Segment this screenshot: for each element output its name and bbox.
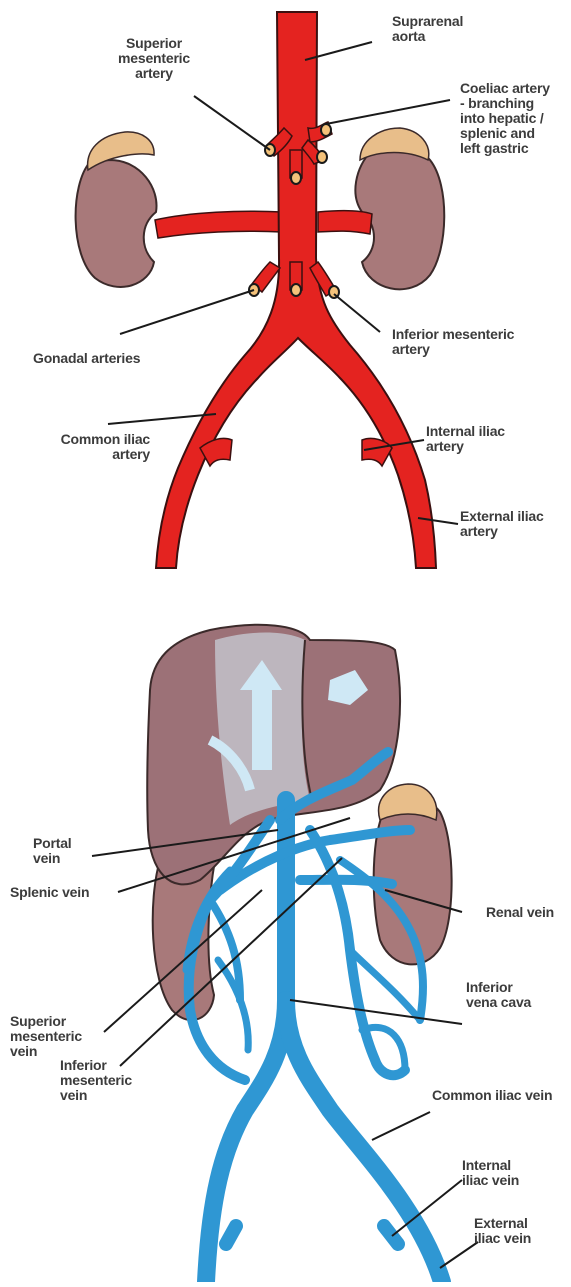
label-suprarenal-aorta: Suprarenal aorta [392,14,463,44]
label-coeliac-artery: Coeliac artery - branching into hepatic … [460,81,550,156]
right-renal-artery [318,211,372,234]
right-kidney [355,128,444,289]
label-inferior-vena-cava: Inferior vena cava [466,980,531,1010]
label-superior-mesenteric-vein: Superior mesenteric vein [10,1014,82,1059]
label-superior-mesenteric-artery: Superior mesenteric artery [108,36,200,81]
label-inferior-mesenteric-artery: Inferior mesenteric artery [392,327,514,357]
label-common-iliac-artery: Common iliac artery [34,432,150,462]
label-inferior-mesenteric-vein: Inferior mesenteric vein [60,1058,132,1103]
label-gonadal-arteries: Gonadal arteries [33,351,140,366]
left-kidney [76,132,157,287]
label-common-iliac-vein: Common iliac vein [432,1088,552,1103]
label-internal-iliac-artery: Internal iliac artery [426,424,505,454]
label-internal-iliac-vein: Internal iliac vein [462,1158,519,1188]
arterial-diagram [76,12,458,568]
liver [147,625,400,885]
venous-diagram [92,625,478,1282]
left-renal-artery [155,211,282,238]
label-splenic-vein: Splenic vein [10,885,89,900]
label-renal-vein: Renal vein [486,905,554,920]
label-portal-vein: Portal vein [33,836,71,866]
label-external-iliac-artery: External iliac artery [460,509,544,539]
label-external-iliac-vein: External iliac vein [474,1216,531,1246]
